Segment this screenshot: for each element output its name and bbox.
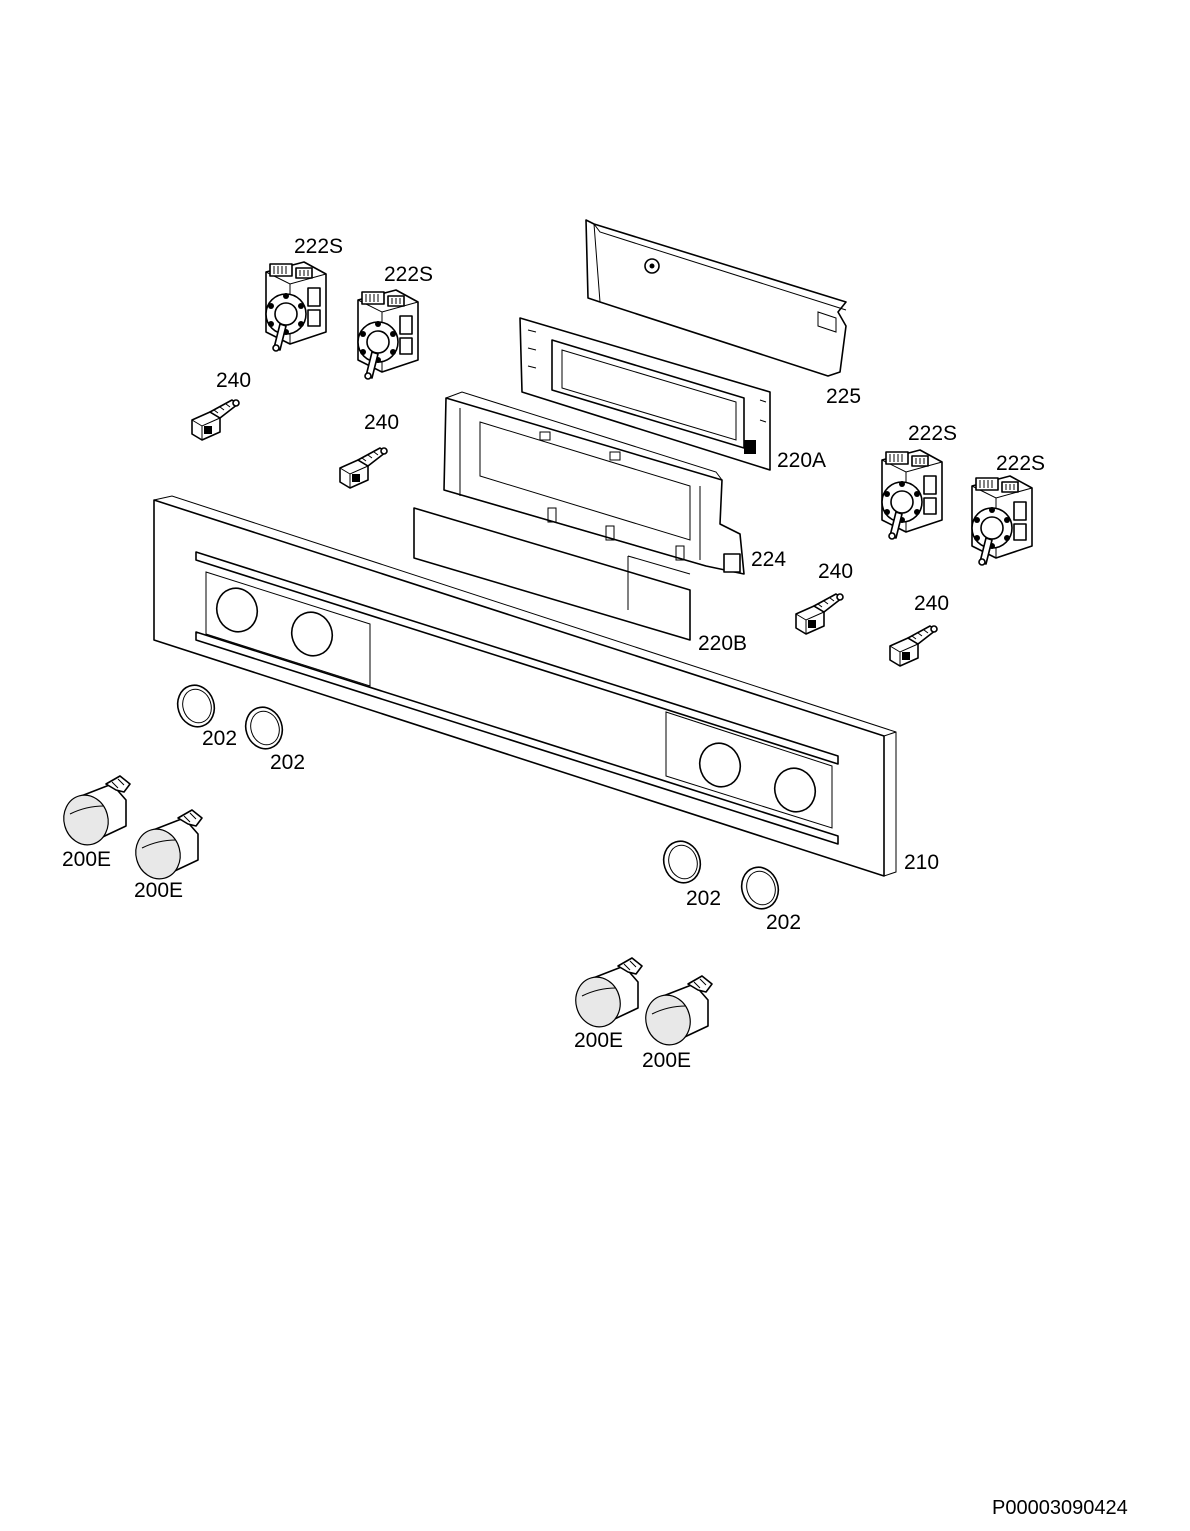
label-222s-a: 222S [294, 235, 343, 258]
bezel-ring-202-b [239, 701, 289, 755]
label-200e-b: 200E [134, 879, 183, 902]
label-202-c: 202 [686, 887, 721, 910]
display-board-220a [519, 317, 771, 471]
drawing-id: P00003090424 [992, 1497, 1128, 1519]
label-225: 225 [826, 385, 861, 408]
label-240-b: 240 [364, 411, 399, 434]
label-222s-c: 222S [908, 422, 957, 445]
label-222s-b: 222S [384, 263, 433, 286]
label-240-a: 240 [216, 369, 251, 392]
bezel-ring-202-a [171, 679, 221, 733]
label-240-c: 240 [818, 560, 853, 583]
bezel-ring-202-d [735, 861, 785, 915]
rotary-switch-222s-c [881, 449, 943, 540]
control-knob-200e-c [569, 957, 643, 1033]
rotary-switch-222s-b [357, 289, 419, 380]
label-202-d: 202 [766, 911, 801, 934]
label-200e-c: 200E [574, 1029, 623, 1052]
control-knob-200e-a [57, 775, 131, 851]
control-knob-200e-d [639, 975, 713, 1051]
cover-plate-225 [585, 219, 847, 377]
label-200e-a: 200E [62, 848, 111, 871]
label-210: 210 [904, 851, 939, 874]
label-220b: 220B [698, 632, 747, 655]
bulb-holder-240-b [339, 447, 388, 489]
display-window-220b [413, 507, 691, 641]
control-panel-210 [153, 495, 897, 877]
label-202-b: 202 [270, 751, 305, 774]
label-200e-d: 200E [642, 1049, 691, 1072]
bulb-holder-240-c [795, 593, 844, 635]
rotary-switch-222s-d [971, 475, 1033, 566]
control-knob-200e-b [129, 809, 203, 885]
rotary-switch-222s-a [265, 261, 327, 352]
label-220a: 220A [777, 449, 826, 472]
label-240-d: 240 [914, 592, 949, 615]
label-202-a: 202 [202, 727, 237, 750]
bulb-holder-240-a [191, 399, 240, 441]
label-224: 224 [751, 548, 786, 571]
display-frame-224 [443, 391, 745, 575]
bulb-holder-240-d [889, 625, 938, 667]
label-222s-d: 222S [996, 452, 1045, 475]
bezel-ring-202-c [657, 835, 707, 889]
